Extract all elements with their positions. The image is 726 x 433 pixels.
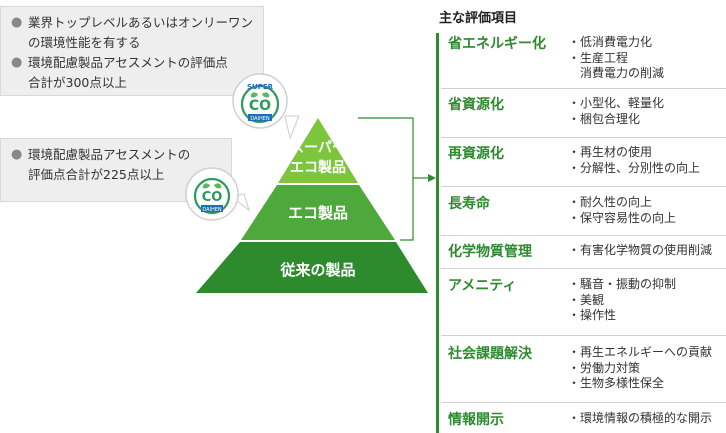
criteria-detail: ・再生材の使用: [568, 145, 653, 159]
criteria-details: ・小型化、軽量化 ・梱包合理化: [568, 96, 664, 127]
note-item: ● 業界トップレベルあるいはオンリーワン: [11, 13, 255, 33]
badge-co-text: CO: [202, 190, 223, 205]
criteria-category: 再資源化: [448, 146, 504, 162]
criteria-separator: [441, 235, 726, 236]
criteria-detail: ・美観: [568, 292, 605, 307]
pyramid-tier-eco: [241, 185, 395, 240]
pyramid-label-super-line2: エコ製品: [290, 159, 346, 176]
criteria-details: ・騒音・振動の抑制 ・美観 ・操作性: [568, 277, 676, 324]
criteria-separator: [441, 186, 726, 187]
criteria-detail: ・耐久性の向上: [568, 195, 653, 209]
criteria-detail: ・有害化学物質の使用削減: [568, 243, 713, 257]
leaf-icon: [202, 183, 222, 189]
note-text: の環境性能を有する: [28, 35, 141, 50]
badge-co-text: CO: [249, 98, 271, 114]
criteria-detail: ・保守容易性の向上: [568, 210, 677, 225]
criteria-category: 社会課題解決: [448, 346, 532, 362]
note-item-cont: 合計が300点以上: [11, 73, 255, 93]
criteria-category: 情報開示: [448, 412, 504, 428]
criteria-heading: 主な評価項目: [439, 11, 518, 26]
criteria-separator: [441, 137, 726, 138]
badge-super-text: SUPER: [247, 83, 274, 91]
criteria-category: 化学物質管理: [448, 244, 532, 260]
super-eco-criteria-note: ● 業界トップレベルあるいはオンリーワン の環境性能を有する ● 環境配慮製品ア…: [0, 6, 264, 96]
pyramid-tier-super-eco: [278, 118, 358, 183]
criteria-details: ・耐久性の向上 ・保守容易性の向上: [568, 195, 676, 226]
pyramid-tier-conventional: [196, 242, 428, 293]
criteria-details: ・有害化学物質の使用削減: [568, 243, 712, 259]
criteria-details: ・環境情報の積極的な開示: [568, 411, 712, 427]
note-item: ● 環境配慮製品アセスメントの評価点: [11, 53, 255, 73]
criteria-detail: ・労働力対策: [568, 360, 641, 375]
criteria-detail: ・再生エネルギーへの貢献: [568, 345, 713, 359]
criteria-accent-bar: [436, 33, 439, 433]
bullet-icon: ●: [11, 55, 23, 70]
pyramid-label-eco: エコ製品: [288, 204, 348, 222]
pyramid-label-conventional: 従来の製品: [279, 261, 355, 279]
arrow-right-icon: [428, 174, 436, 182]
bullet-icon: ●: [11, 15, 23, 30]
criteria-detail: ・生物多様性保全: [568, 376, 665, 390]
badge-brand-text: DAIHEN: [202, 207, 222, 213]
leaf-icon: [250, 92, 270, 98]
criteria-separator: [441, 335, 726, 336]
criteria-detail: 消費電力の削減: [568, 66, 665, 80]
note-text: 環境配慮製品アセスメントの: [28, 147, 191, 162]
pyramid-label-super-line1: スーパー: [290, 140, 346, 156]
criteria-category: 省資源化: [448, 97, 504, 113]
criteria-detail: ・梱包合理化: [568, 111, 641, 126]
criteria-separator: [441, 88, 726, 89]
super-eco-logo-badge: SUPER CO DAIHEN: [232, 73, 288, 129]
note-text: 合計が300点以上: [28, 75, 127, 90]
eco-criteria-note: ● 環境配慮製品アセスメントの 評価点合計が225点以上: [0, 138, 232, 202]
criteria-separator: [441, 402, 726, 403]
criteria-separator: [441, 268, 726, 269]
criteria-detail: ・分解性、分別性の向上: [568, 160, 701, 175]
badge-brand-text: DAIHEN: [250, 116, 270, 122]
criteria-category: アメニティ: [448, 278, 517, 294]
note-text: 評価点合計が225点以上: [28, 167, 165, 182]
criteria-category: 省エネルギー化: [448, 36, 546, 52]
criteria-detail: ・騒音・振動の抑制: [568, 277, 677, 291]
bullet-icon: ●: [11, 147, 23, 162]
note-item: ● 環境配慮製品アセスメントの: [11, 145, 223, 165]
criteria-detail: ・低消費電力化: [568, 35, 653, 49]
criteria-category: 長寿命: [448, 196, 490, 212]
criteria-detail: ・小型化、軽量化: [568, 96, 665, 110]
criteria-details: ・再生エネルギーへの貢献 ・労働力対策 ・生物多様性保全: [568, 345, 712, 392]
bracket-connector: [358, 117, 414, 241]
note-item-cont: 評価点合計が225点以上: [11, 165, 223, 185]
criteria-details: ・低消費電力化 ・生産工程 消費電力の削減: [568, 35, 664, 82]
criteria-detail: ・生産工程: [568, 50, 629, 65]
criteria-detail: ・操作性: [568, 308, 617, 322]
note-text: 業界トップレベルあるいはオンリーワン: [28, 15, 254, 30]
super-badge-pointer: [284, 115, 300, 140]
criteria-details: ・再生材の使用 ・分解性、分別性の向上: [568, 145, 700, 176]
note-item-cont: の環境性能を有する: [11, 33, 255, 53]
note-text: 環境配慮製品アセスメントの評価点: [28, 55, 228, 70]
criteria-detail: ・環境情報の積極的な開示: [568, 411, 713, 425]
eco-logo-badge: CO DAIHEN: [185, 167, 239, 221]
